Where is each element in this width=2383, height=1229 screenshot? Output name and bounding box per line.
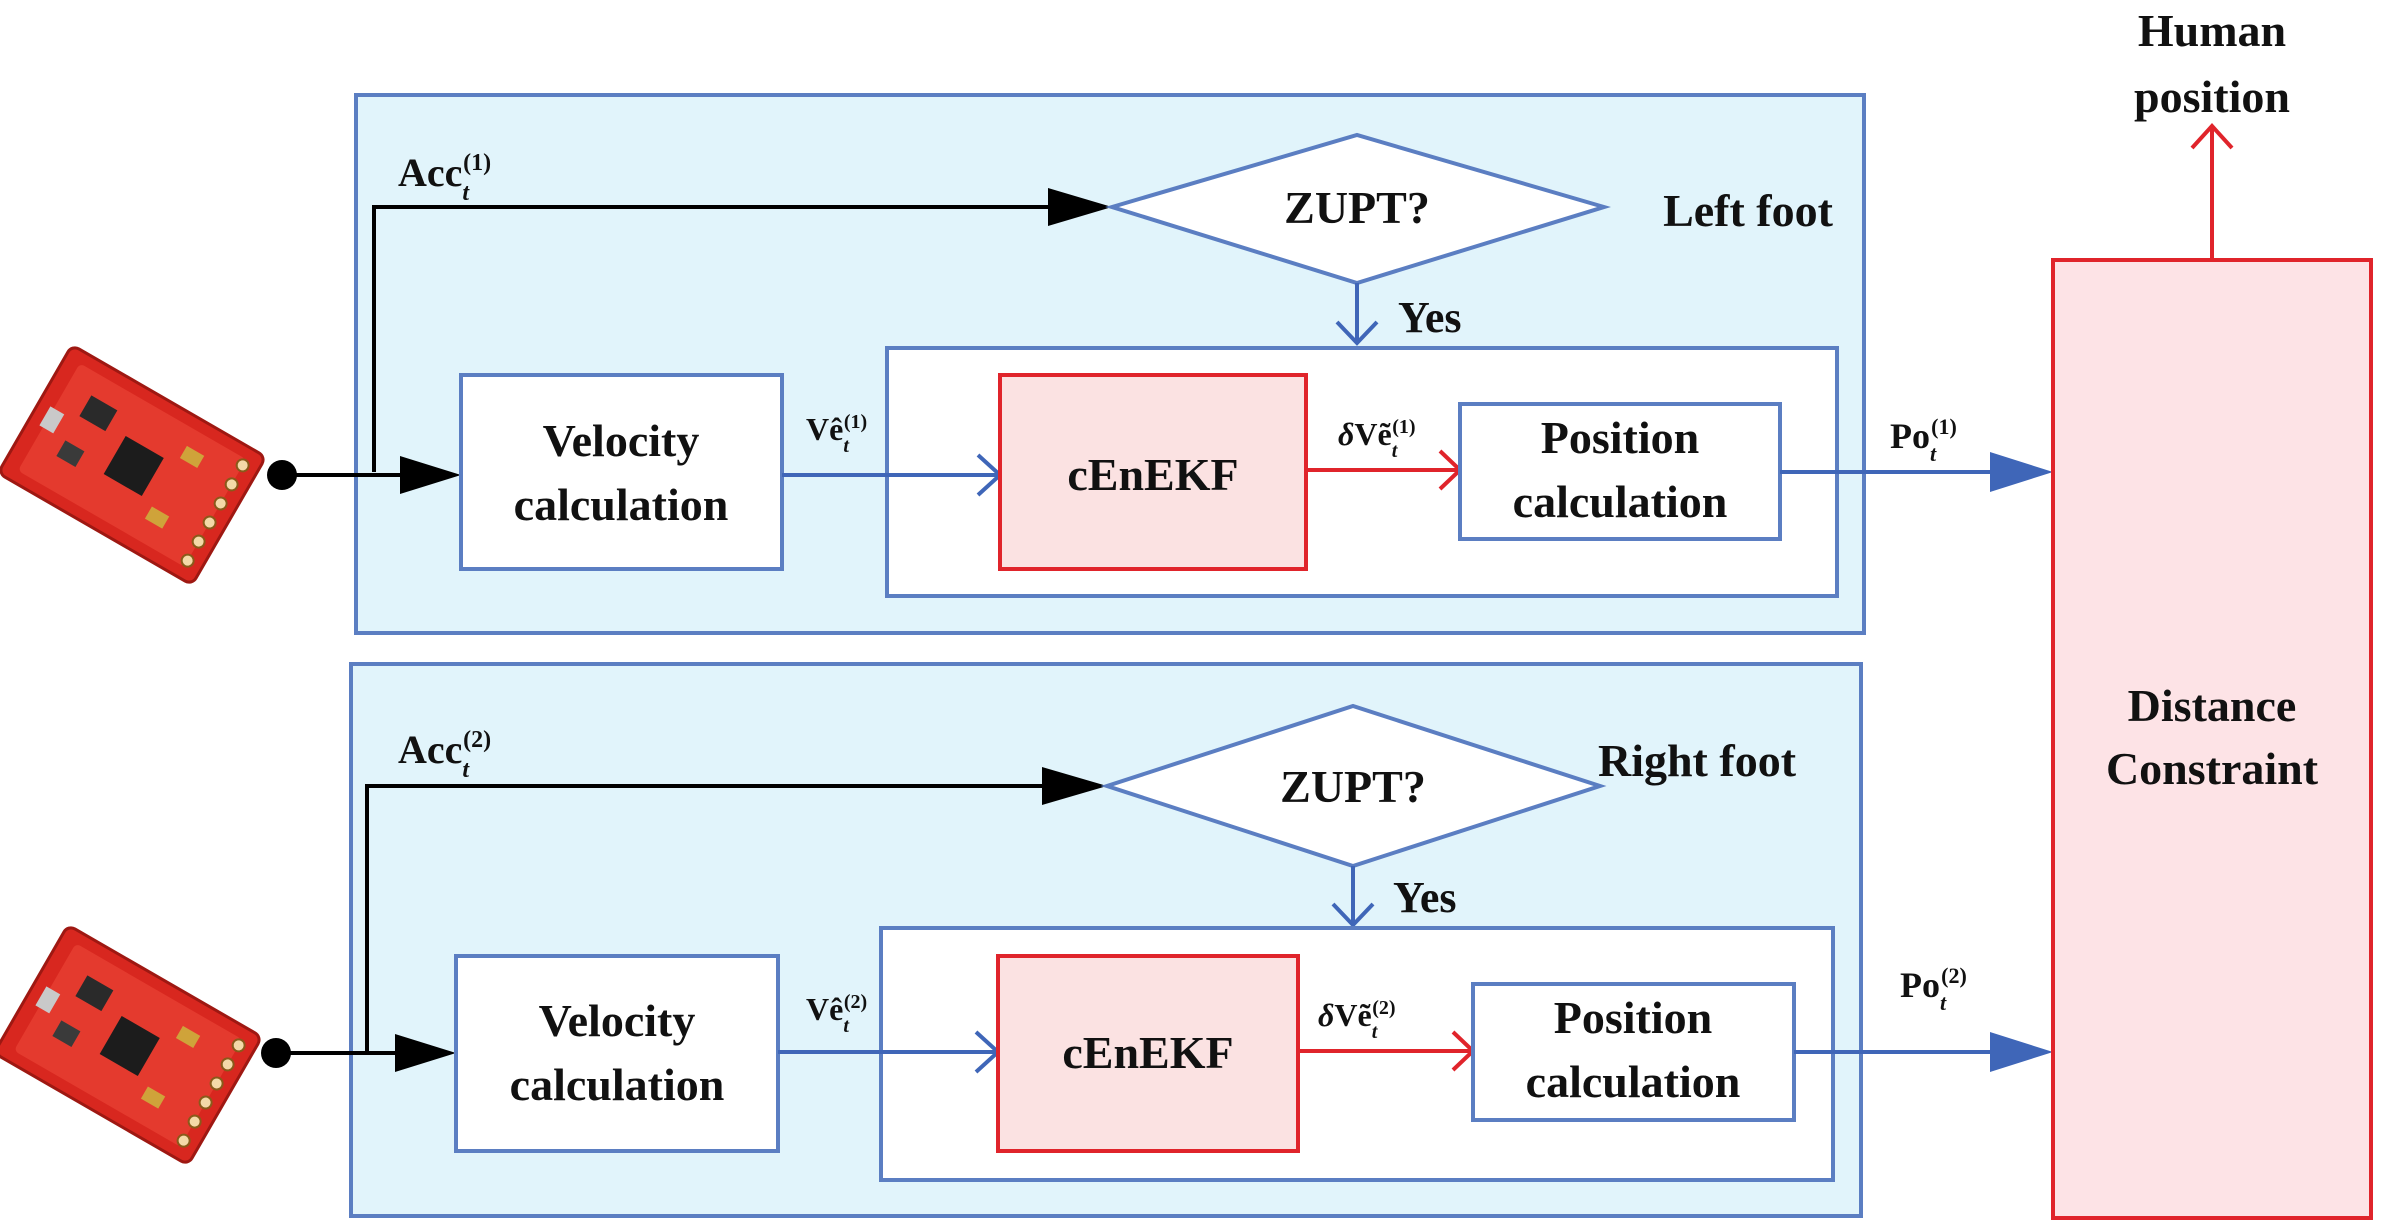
right-foot-panel: Right foot Acct(2) ZUPT? Yes Velocity ca… <box>276 662 1863 1218</box>
right-zupt-decision <box>1100 703 1607 869</box>
left-zupt-decision <box>1105 132 1611 286</box>
right-acc-label: Acct(2) <box>398 727 491 783</box>
right-acc-line <box>365 784 1046 1053</box>
left-velocity-box <box>459 373 784 571</box>
left-velocity-label-2: calculation <box>514 479 729 530</box>
left-output-label: Pot(1) <box>1890 414 1957 466</box>
distance-constraint-label-2: Constraint <box>2106 743 2319 794</box>
right-input-dot <box>261 1038 291 1068</box>
left-acc-arrowhead <box>1048 188 1112 226</box>
left-imu-chip-icon <box>103 435 164 497</box>
left-zupt-label: ZUPT? <box>1284 182 1430 233</box>
right-position-label-2: calculation <box>1526 1056 1741 1107</box>
left-foot-panel: Left foot Acct(1) ZUPT? Yes Velocity cal… <box>282 93 1866 635</box>
left-cenekf-label: cEnEKF <box>1067 449 1238 500</box>
right-velocity-box <box>454 954 780 1153</box>
right-cenekf-label: cEnEKF <box>1062 1027 1233 1078</box>
right-acc-arrowhead <box>1042 767 1107 805</box>
right-yes-arrowhead <box>1331 902 1375 928</box>
left-acc-line <box>372 205 1052 472</box>
right-zupt-label: ZUPT? <box>1280 761 1426 812</box>
left-yes-arrowhead <box>1335 320 1379 346</box>
left-acc-label: Acct(1) <box>398 150 491 206</box>
right-position-label: Position <box>1554 992 1712 1043</box>
human-position-arrowhead <box>2190 123 2234 150</box>
right-foot-label: Right foot <box>1598 735 1797 786</box>
right-cenekf-box <box>996 954 1300 1153</box>
left-yes-label: Yes <box>1398 293 1462 342</box>
right-imu-chip-icon <box>99 1015 160 1077</box>
right-velocity-label-2: calculation <box>510 1059 725 1110</box>
left-position-box <box>1458 402 1782 541</box>
right-correction-label: δVẽt(2) <box>1318 997 1396 1043</box>
left-correction-label: δVẽt(1) <box>1338 416 1416 462</box>
left-position-label-2: calculation <box>1513 476 1728 527</box>
left-foot-label: Left foot <box>1663 185 1834 236</box>
left-velocity-label: Velocity <box>543 415 700 466</box>
right-velocity-label: Velocity <box>539 995 696 1046</box>
right-imu-board <box>0 926 261 1164</box>
right-velocity-signal-label: Vêt(2) <box>806 991 867 1037</box>
left-position-label: Position <box>1541 412 1699 463</box>
left-imu-board <box>0 346 265 584</box>
human-position-label: Human <box>2138 5 2286 56</box>
left-velocity-signal-label: Vêt(1) <box>806 411 867 457</box>
left-input-arrowhead <box>400 456 461 494</box>
distance-constraint-label: Distance <box>2128 680 2297 731</box>
left-output-arrowhead <box>1990 452 2053 492</box>
human-position-label-2: position <box>2134 71 2290 122</box>
distance-constraint-box <box>2051 258 2373 1220</box>
right-output-label: Pot(2) <box>1900 963 1967 1015</box>
right-yes-label: Yes <box>1393 873 1457 922</box>
left-input-dot <box>267 460 297 490</box>
right-output-arrowhead <box>1990 1032 2053 1072</box>
right-input-arrowhead <box>395 1034 456 1072</box>
